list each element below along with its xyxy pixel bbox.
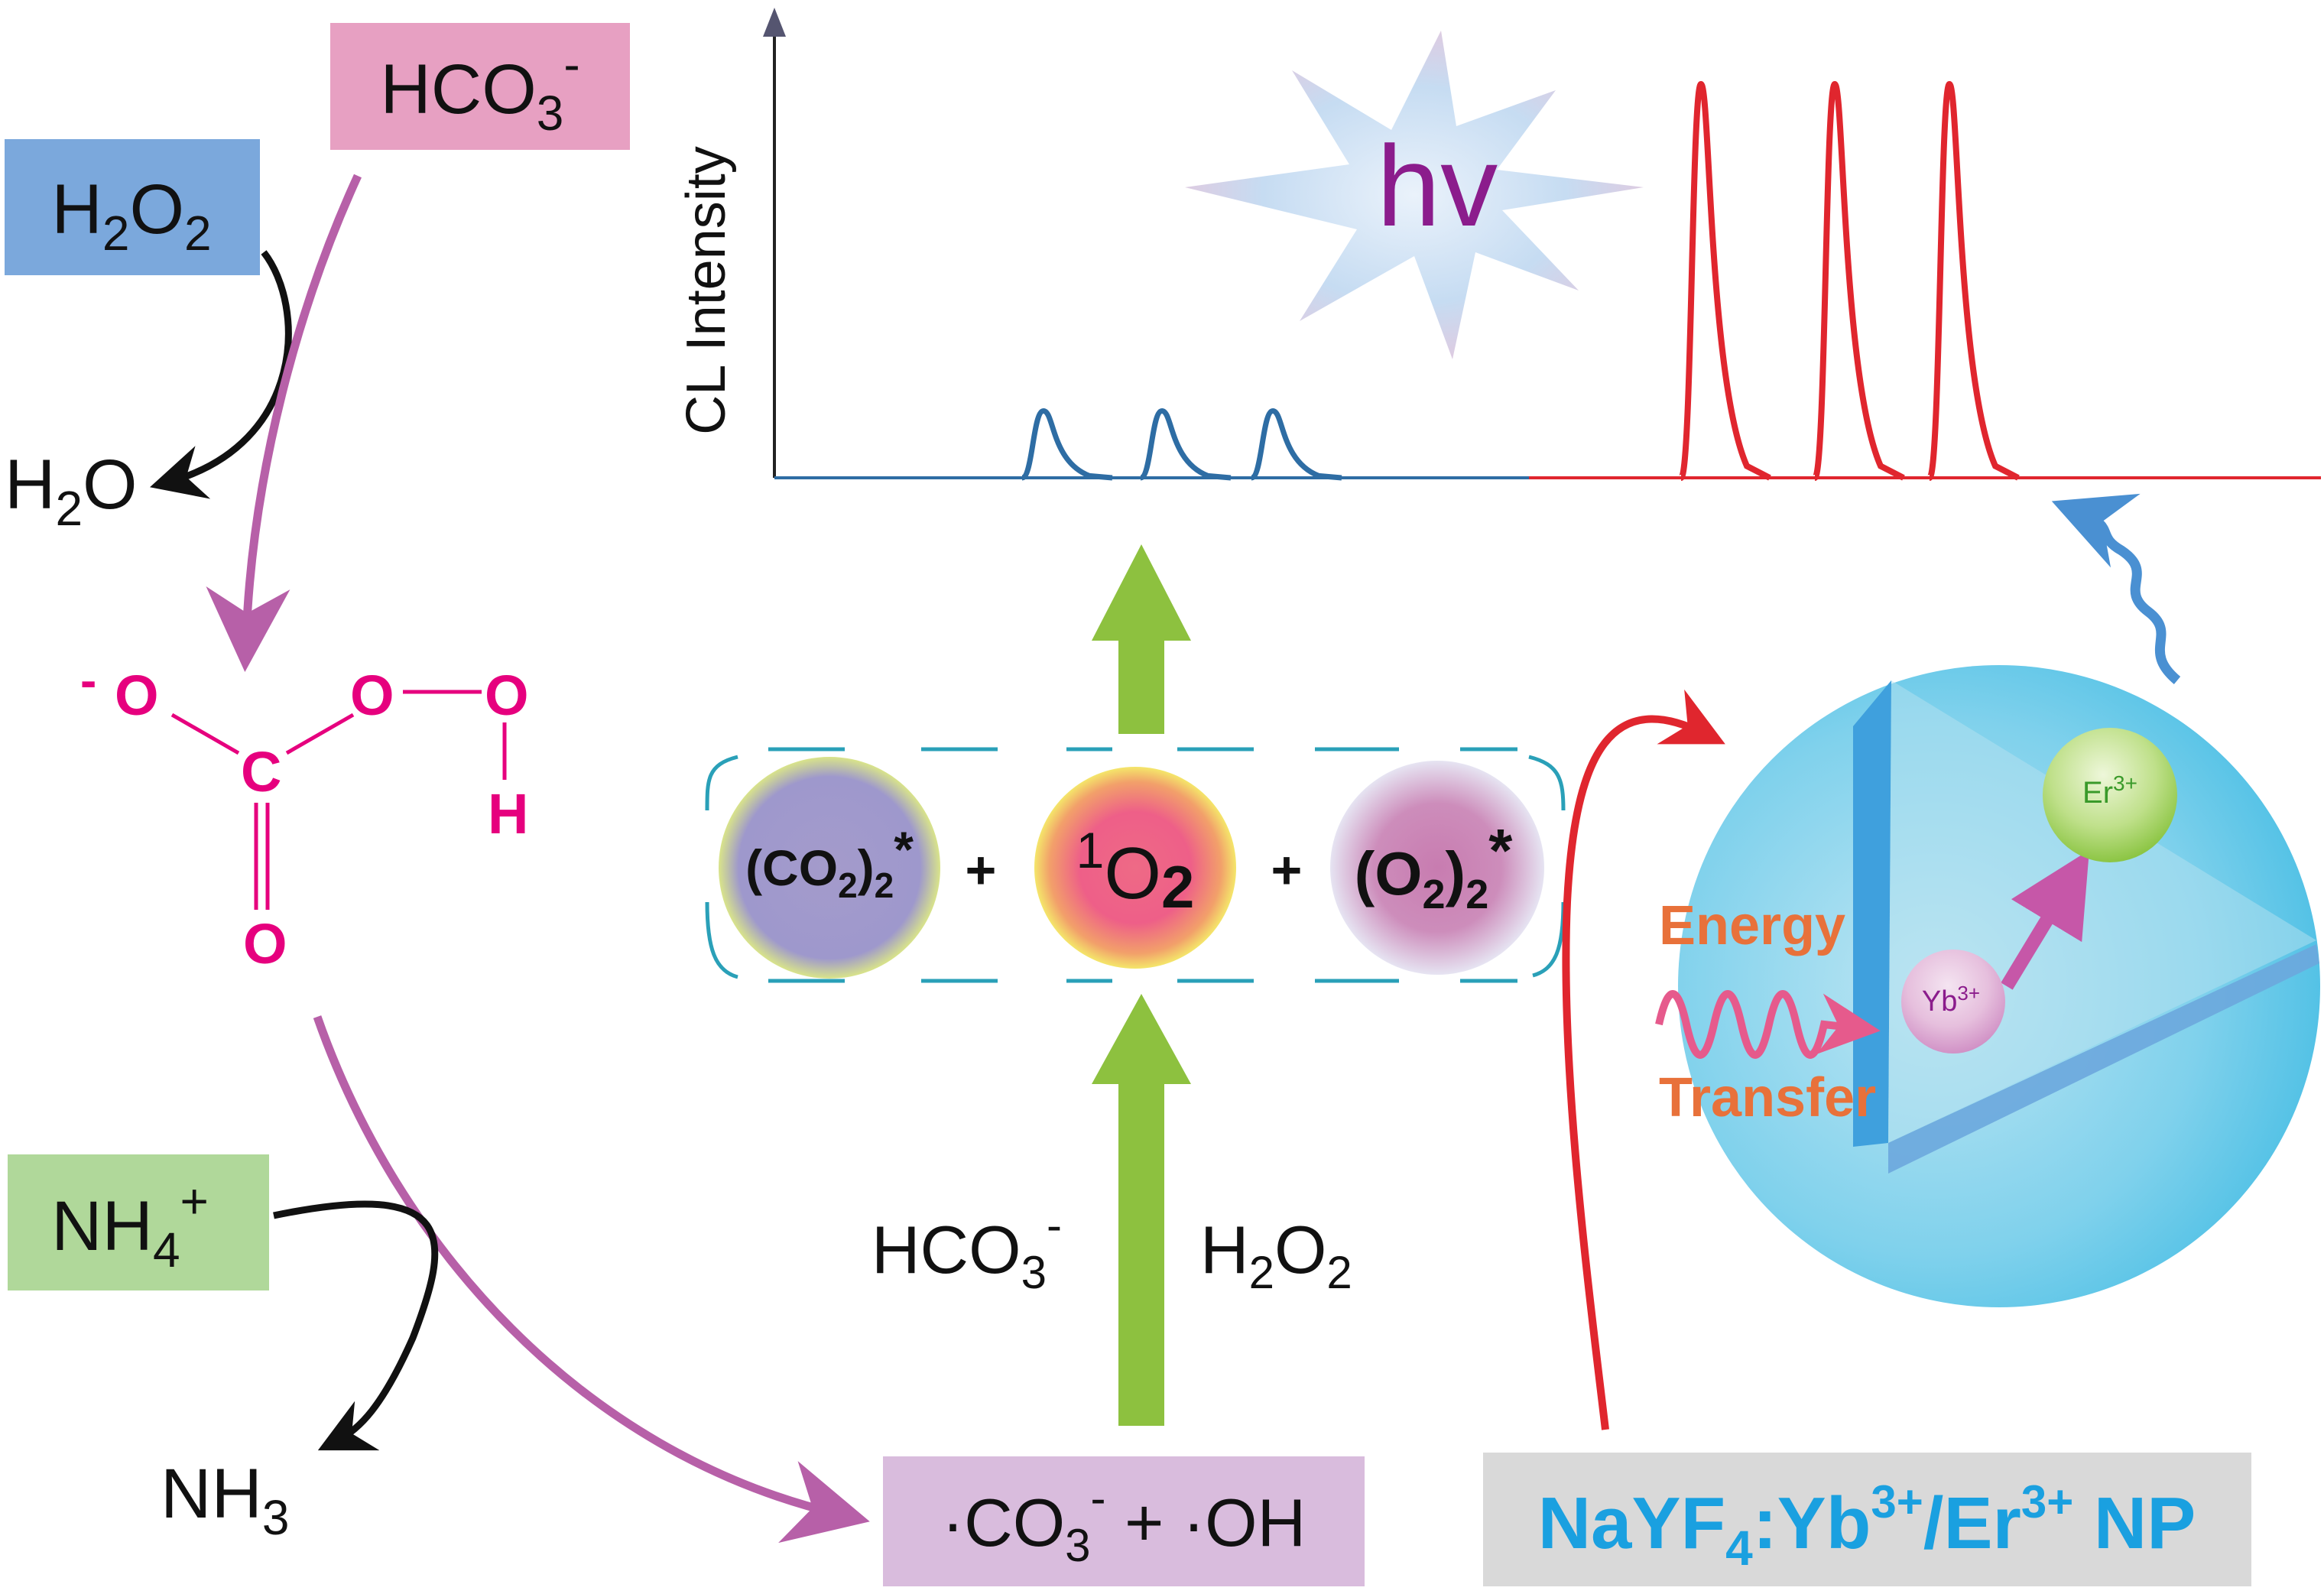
yb-to-er-arrow — [2001, 849, 2089, 990]
er-label: Er3+ — [2082, 771, 2137, 810]
chart-y-axis-arrowhead — [763, 8, 786, 37]
cl-chart: CL Intensity — [676, 8, 2321, 481]
h2o-label: H2O — [5, 446, 138, 536]
nanoparticle-box — [1483, 1453, 2251, 1586]
molecule-h: H — [488, 782, 528, 846]
red-peak-1 — [1678, 80, 1771, 481]
red-peak-2 — [1812, 80, 1905, 481]
singlet-oxygen-label: 1O2 — [1076, 822, 1195, 920]
energy-wave — [1655, 990, 1881, 1059]
peroxymonocarbonate-molecule: - O O O H C O — [80, 653, 529, 976]
nanoparticle-box-label: NaYF4:Yb3+/Er3+ NP — [1538, 1476, 2196, 1576]
hco3-box-label: HCO3- — [380, 37, 579, 141]
reactant-hco3: HCO3- — [872, 1200, 1062, 1298]
co2-dimer-label: (CO2)2* — [745, 821, 914, 905]
nanoparticle-facet-horizontal — [1888, 944, 2319, 1174]
reactant-h2o2: H2O2 — [1200, 1212, 1352, 1298]
hco3-box — [330, 23, 630, 150]
plus-1: + — [966, 840, 997, 900]
transfer-label: Transfer — [1659, 1067, 1876, 1128]
blue-peak-3 — [1250, 407, 1342, 481]
molecule-o-minus: O — [115, 664, 159, 727]
molecule-minus: - — [80, 653, 96, 708]
molecule-to-radicals-arrow — [313, 1015, 870, 1544]
molecule-bonds — [170, 690, 507, 910]
h2o2-box — [5, 139, 260, 275]
molecule-o-h: O — [485, 664, 529, 727]
o2-dimer-label: (O2)2* — [1355, 816, 1514, 917]
er-sphere — [2043, 728, 2177, 862]
h2o2-box-label: H2O2 — [51, 170, 211, 261]
singlet-oxygen-sphere — [1034, 767, 1236, 969]
blue-peak-2 — [1139, 407, 1232, 481]
molecule-o-bridge: O — [350, 664, 394, 727]
yb-sphere — [1901, 950, 2005, 1053]
radicals-box — [883, 1456, 1365, 1586]
co2-dimer-sphere — [719, 757, 940, 979]
energy-label: Energy — [1659, 895, 1845, 956]
molecule-o-double: O — [243, 912, 287, 976]
chart-ylabel: CL Intensity — [676, 146, 737, 435]
green-arrow-lower — [1092, 994, 1191, 1426]
hco3-to-molecule-arrow — [206, 174, 362, 672]
plus-2: + — [1271, 840, 1303, 900]
emission-wave-arrow — [2051, 493, 2181, 684]
nh3-label: NH3 — [161, 1455, 289, 1545]
green-arrow-upper — [1092, 544, 1191, 734]
species-dashed-box — [705, 747, 1566, 983]
radicals-box-label: ·CO3- + ·OH — [942, 1472, 1306, 1571]
yb-label: Yb3+ — [1922, 982, 1980, 1018]
molecule-c: C — [241, 740, 281, 803]
nh4-box-label: NH4+ — [51, 1174, 209, 1277]
nh4-to-nh3-arrow — [273, 1200, 439, 1451]
chart-peaks — [1021, 80, 2020, 481]
nh4-box — [8, 1154, 269, 1290]
hv-label: hv — [1377, 122, 1498, 250]
o2-dimer-sphere — [1330, 761, 1544, 975]
blue-peak-1 — [1021, 407, 1113, 481]
np-to-sphere-arrow — [1562, 689, 1725, 1430]
red-peak-3 — [1926, 80, 2020, 481]
hv-burst — [1185, 31, 1644, 359]
